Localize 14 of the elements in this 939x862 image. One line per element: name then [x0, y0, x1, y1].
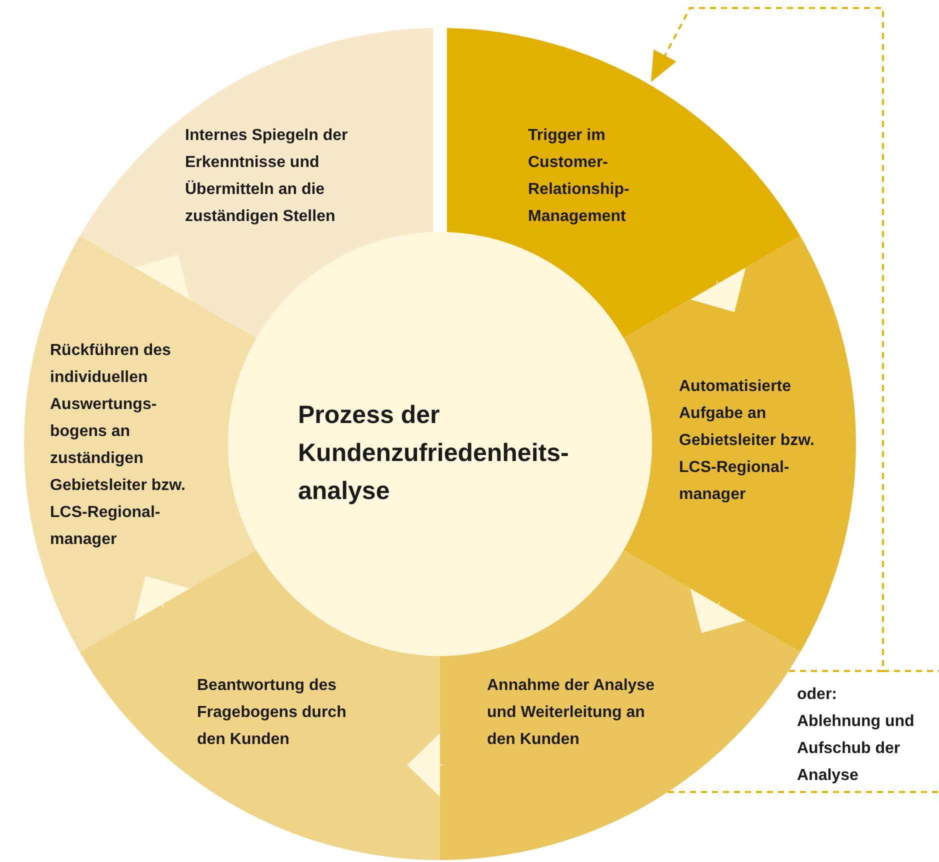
- flow-arrow: [690, 268, 746, 312]
- step-label: Automatisierte Aufgabe an Gebietsleiter bzw. LCS-Regional- manager: [679, 377, 816, 505]
- alternative-note: oder: Ablehnung und Aufschub der Analyse: [789, 671, 917, 791]
- dashed-arrow: [650, 7, 884, 672]
- flow-arrow: [690, 588, 746, 634]
- flow-arrow: [134, 254, 190, 300]
- step-label: Rückführen des individuellen Auswertungs- bogens an zuständigen Gebietsleiter bzw. LCS-Regional- manager: [50, 341, 186, 550]
- step-label: Internes Spiegeln der Erkenntnisse und Übermitteln an die zuständigen Stellen: [185, 126, 349, 227]
- flow-arrow: [134, 576, 190, 620]
- step-label: Beantwortung des Fragebogens durch den Kunden: [197, 676, 348, 750]
- center-label: Prozess der Kundenzufriedenheits- analyse: [298, 400, 570, 507]
- step-label: Annahme der Analyse und Weiterleitung an den Kunden: [487, 676, 656, 750]
- step-label: Trigger im Customer- Relationship- Management: [528, 126, 630, 227]
- flow-arrow: [407, 733, 444, 797]
